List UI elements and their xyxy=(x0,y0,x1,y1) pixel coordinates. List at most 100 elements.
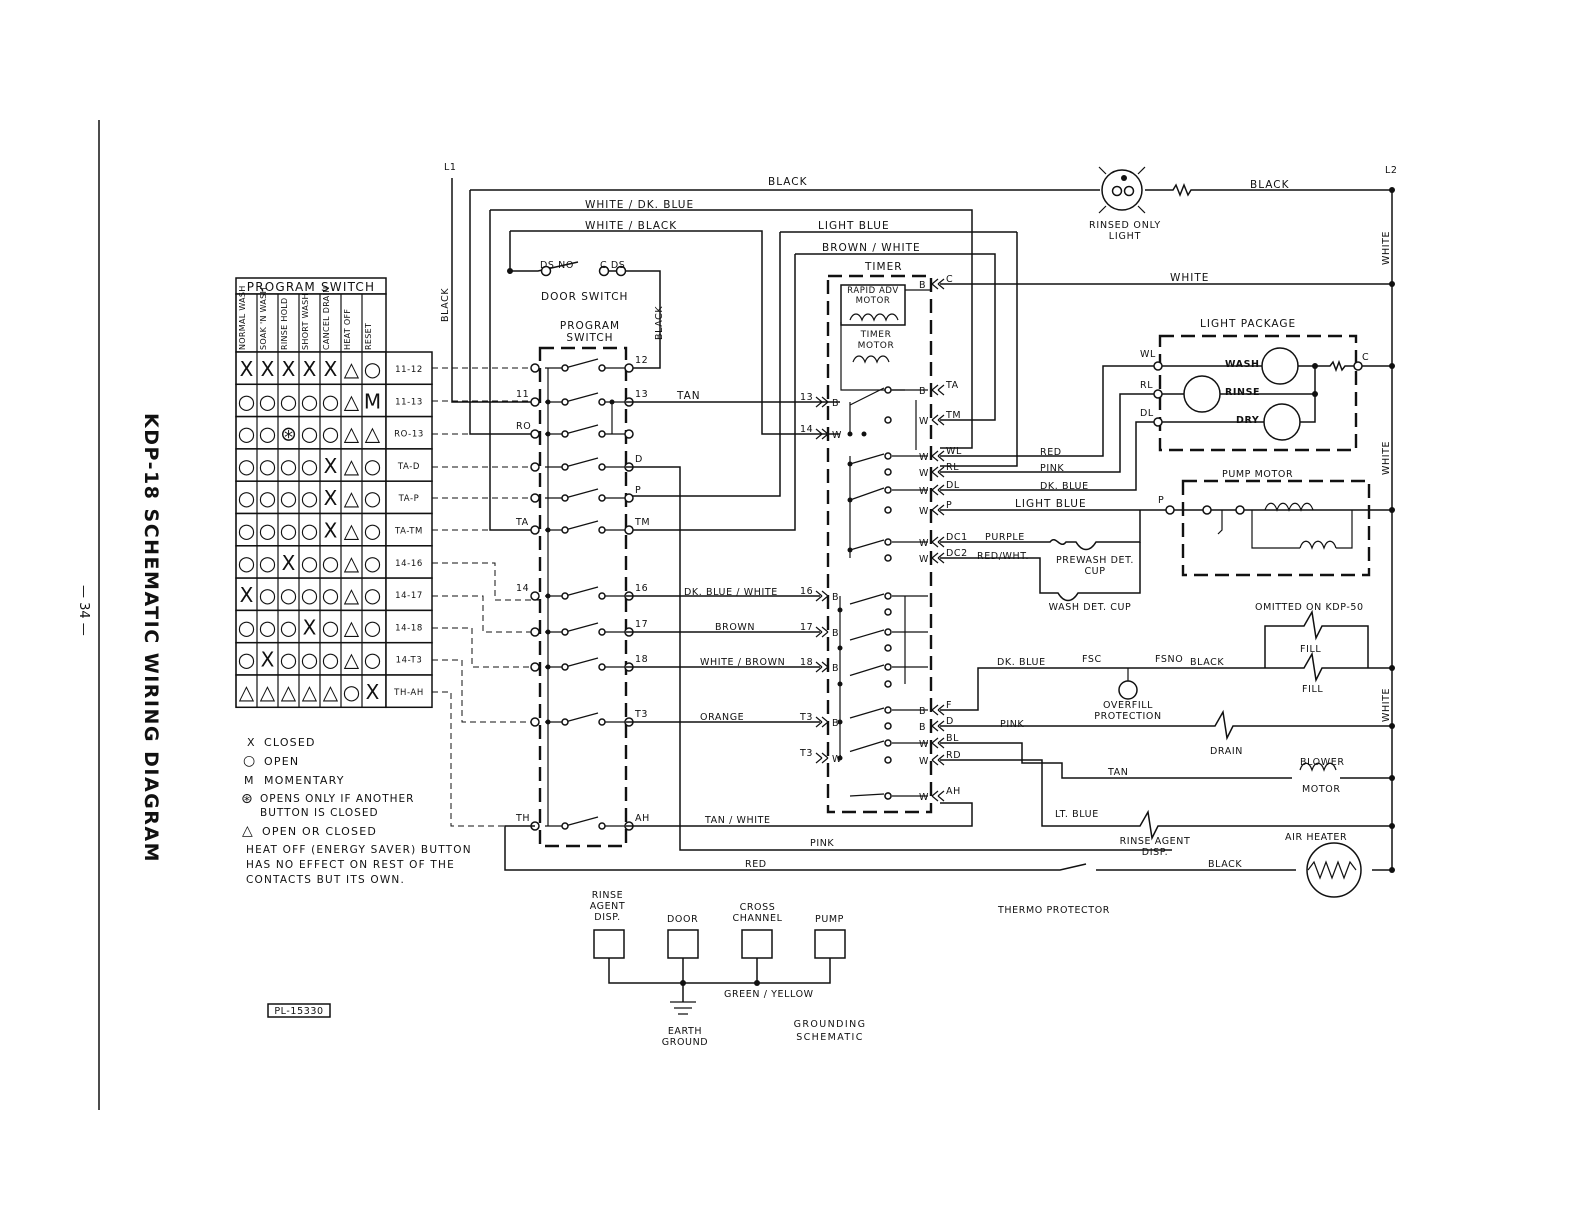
timer-terminal-label: AH xyxy=(946,786,961,797)
timer-terminal-label: W xyxy=(832,754,842,765)
timer-terminal-label: F xyxy=(946,700,952,711)
l2-label: L2 xyxy=(1385,165,1398,176)
table-cell: X xyxy=(324,454,338,478)
table-cell: ○ xyxy=(364,357,381,381)
timer-terminal-label: DC2 xyxy=(946,548,968,559)
timer-terminal-label: B xyxy=(832,718,839,729)
timer-terminal-label: W xyxy=(919,506,929,517)
thermo-protector-label: THERMO PROTECTOR xyxy=(997,905,1110,916)
wl-terminal-label: WL xyxy=(1140,349,1156,360)
table-cell: △ xyxy=(365,422,381,446)
table-cell: ○ xyxy=(259,583,276,607)
program-switch-box xyxy=(538,346,628,848)
table-cell: ○ xyxy=(322,551,339,575)
wire-light-blue-2: LIGHT BLUE xyxy=(1015,498,1087,510)
timer-terminal-label: DL xyxy=(946,480,960,491)
table-cell: △ xyxy=(281,680,297,704)
table-cell: △ xyxy=(344,551,360,575)
program-switch-column-header: SHORT WASH xyxy=(301,293,310,350)
table-cell: ○ xyxy=(322,615,339,639)
switch-terminal-label: 18 xyxy=(635,654,648,665)
program-switch-table-header: PROGRAM SWITCH xyxy=(247,280,375,294)
timer-terminal-label: T3 xyxy=(799,712,813,723)
timer-terminal-label: WL xyxy=(946,446,962,457)
table-cell: ○ xyxy=(259,422,276,446)
timer-terminal-label: T3 xyxy=(799,748,813,759)
switch-terminal-label: TH xyxy=(515,813,530,824)
timer-terminal-label: TM xyxy=(945,410,961,421)
wire-white-right-1: WHITE xyxy=(1381,231,1392,265)
ground-pump-label: PUMP xyxy=(815,914,844,925)
timer-terminal-label: W xyxy=(919,792,929,803)
timer-terminal-label: C xyxy=(946,274,953,285)
switch-terminal-label: 12 xyxy=(635,355,648,366)
light-package-label: LIGHT PACKAGE xyxy=(1200,318,1296,330)
wire-black-heater: BLACK xyxy=(1208,859,1242,870)
wire-pink-2: PINK xyxy=(1000,719,1024,730)
wire-brown-white: BROWN / WHITE xyxy=(822,242,921,254)
timer-terminal-label: BL xyxy=(946,733,959,744)
table-cell: △ xyxy=(344,389,360,413)
omitted-on-kdp50: OMITTED ON KDP-50 xyxy=(1255,602,1364,613)
fill-label-2: FILL xyxy=(1302,684,1323,695)
timer-terminal-label: 13 xyxy=(800,392,813,403)
table-row-label: RO-13 xyxy=(394,430,424,440)
wire-black-switch: BLACK xyxy=(654,306,665,340)
table-row: ○○○○X△○TA-TM xyxy=(235,512,433,547)
table-cell: X xyxy=(303,615,317,639)
program-switch-column-header: RINSE HOLD xyxy=(280,297,289,350)
table-cell: ○ xyxy=(301,648,318,672)
table-cell: △ xyxy=(344,422,360,446)
l1-label: L1 xyxy=(444,162,457,173)
table-cell: ○ xyxy=(238,422,255,446)
table-cell: ○ xyxy=(259,486,276,510)
timer-terminal-label: B xyxy=(832,663,839,674)
table-cell: ○ xyxy=(259,519,276,543)
switch-terminal-label: D xyxy=(635,454,643,465)
switch-terminal-label: T3 xyxy=(634,709,648,720)
legend-closed-symbol: X xyxy=(247,736,256,749)
table-cell: ○ xyxy=(301,389,318,413)
table-row: ○X○○○△○14-T3 xyxy=(235,641,433,676)
wire-black-top: BLACK xyxy=(768,176,808,188)
wire-orange: ORANGE xyxy=(700,712,744,723)
table-cell: X xyxy=(282,357,296,381)
wire-tan-2: TAN xyxy=(1107,767,1128,778)
table-cell: ○ xyxy=(364,583,381,607)
program-switch-column-header: CANCEL DRAIN xyxy=(322,287,331,351)
table-cell: X xyxy=(324,357,338,381)
timer-terminal-label: 16 xyxy=(800,586,813,597)
pump-motor-box xyxy=(1181,479,1371,577)
wire-red-wht: RED/WHT. xyxy=(977,551,1029,562)
table-cell: △ xyxy=(344,615,360,639)
table-cell: △ xyxy=(260,680,276,704)
table-row-label: 11-13 xyxy=(395,397,423,407)
table-cell: X xyxy=(366,680,380,704)
rl-terminal-label: RL xyxy=(1140,380,1153,391)
door-switch-label: DOOR SWITCH xyxy=(541,291,628,303)
diagram-title: KDP-18 SCHEMATIC WIRING DIAGRAM xyxy=(140,413,162,863)
wire-brown: BROWN xyxy=(715,622,755,633)
wire-white-brown: WHITE / BROWN xyxy=(700,657,785,668)
table-cell: ○ xyxy=(364,486,381,510)
door-switch-c-ds: C DS xyxy=(600,260,625,271)
rinse-light-label: RINSE xyxy=(1225,387,1260,398)
wire-red-bottom: RED xyxy=(745,859,767,870)
timer-terminal-label: W xyxy=(919,486,929,497)
wire-white-top: WHITE xyxy=(1170,272,1209,284)
timer-terminal-label: 18 xyxy=(800,657,813,668)
rinse-agent-disp-label: RINSE AGENT DISP. xyxy=(1119,836,1191,858)
timer-terminal-label: B xyxy=(919,722,926,733)
timer-terminal-label: W xyxy=(919,739,929,750)
switch-terminal-label: P xyxy=(635,485,641,496)
grounding-schematic-label: GROUNDING SCHEMATIC xyxy=(793,1019,867,1043)
table-cell: ○ xyxy=(238,648,255,672)
table-cell: ○ xyxy=(280,583,297,607)
timer-terminal-label: B xyxy=(832,592,839,603)
table-cell: ○ xyxy=(280,519,297,543)
dl-terminal-label: DL xyxy=(1140,408,1154,419)
